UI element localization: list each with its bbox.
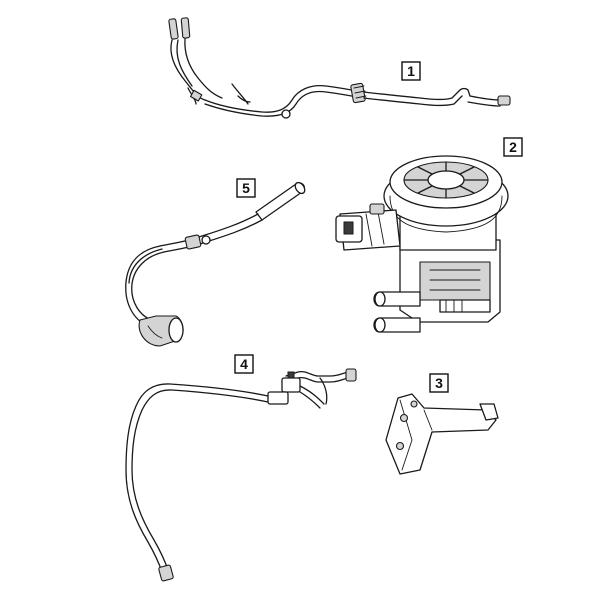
callout-5: 5 — [236, 178, 256, 198]
part-1-wiring-harness — [168, 17, 511, 119]
callout-1: 1 — [401, 61, 421, 81]
callout-3: 3 — [429, 373, 449, 393]
part-3-mounting-bracket — [385, 393, 499, 475]
svg-text:3: 3 — [435, 375, 443, 391]
part-5-vacuum-hose — [125, 181, 306, 347]
callout-4: 4 — [234, 354, 254, 374]
part-4-vacuum-line-assembly — [125, 368, 357, 582]
svg-text:4: 4 — [240, 356, 248, 372]
svg-text:1: 1 — [407, 63, 415, 79]
svg-text:2: 2 — [509, 139, 517, 155]
callout-2: 2 — [503, 137, 523, 157]
svg-text:5: 5 — [242, 180, 250, 196]
part-2-vacuum-solenoid-valve — [335, 155, 509, 333]
